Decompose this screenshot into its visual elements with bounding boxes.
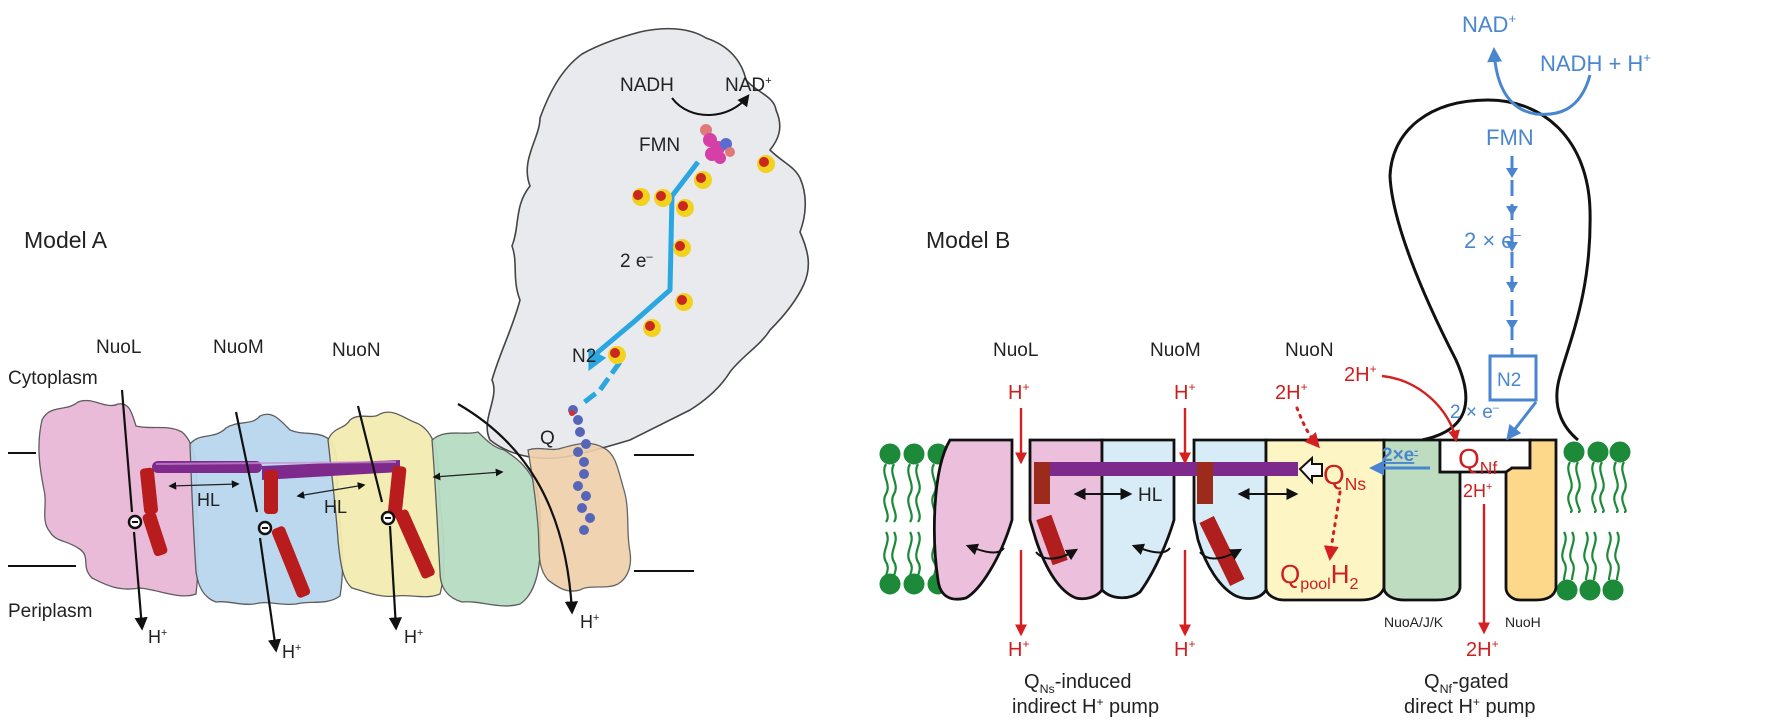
- qns-push-arrow: [1298, 455, 1323, 485]
- model-b-nuon-block: [1264, 438, 1386, 602]
- model-a-label-nuon: NuoN: [332, 340, 381, 361]
- model-a-label-electrons: 2 e–: [620, 251, 653, 272]
- proton-labels: H+ H+ H+ H+ 2H+ 2H+ 2H+ 2H+: [1008, 362, 1499, 661]
- proton-path-nuon: [356, 405, 396, 628]
- model-b-red-helix-nuom-lower: [1199, 516, 1245, 586]
- fmn-cofactor: [700, 124, 735, 164]
- residue-markers: [127, 510, 396, 536]
- model-b-hl-label: HL: [1138, 485, 1162, 506]
- proton-path-arc: [457, 403, 579, 615]
- hl-double-arrow-1: [168, 480, 240, 490]
- caption-qns-induced: QNs-induced: [1024, 671, 1131, 696]
- horizontal-helix-segment-2: [262, 460, 400, 480]
- model-b-label-electrons-top: 2 × e–: [1464, 227, 1522, 253]
- model-b-nuol-left-block: [933, 438, 1014, 601]
- model-a-label-fmn: FMN: [639, 135, 680, 156]
- n2-to-qnf-electron-arrow: [1506, 401, 1538, 441]
- model-a-label-n2: N2: [572, 346, 596, 367]
- rotation-arrow-1: [965, 543, 1005, 555]
- model-a-label-nuol: NuoL: [96, 337, 141, 358]
- model-b-label-electrons-n2: 2 × e–: [1450, 402, 1500, 423]
- model-b-arm-outline: [1388, 98, 1592, 442]
- model-b-red-helix-nuol-upper: [1034, 462, 1050, 504]
- model-b-nuoajk-block: [1382, 438, 1462, 602]
- model-b-proton-in-nuom: H+: [1174, 380, 1195, 404]
- proton-path-nuom: [234, 411, 276, 650]
- caption-qnf-gated: QNf-gated: [1424, 671, 1509, 696]
- model-b-label-n2: N2: [1497, 370, 1521, 391]
- model-b-proton-out-nuol: H+: [1008, 637, 1029, 661]
- lipid-bilayer-left: [879, 443, 949, 595]
- model-a-label-nadh: NADH: [620, 75, 674, 96]
- nuom-red-helices: [264, 470, 311, 598]
- caption-indirect-pump: indirect H+ pump: [1012, 695, 1159, 718]
- model-a-proton-nuon: H+: [404, 627, 423, 647]
- model-b-label-nuol: NuoL: [993, 340, 1038, 361]
- model-b-label-electrons-internal: 2×e-: [1382, 445, 1418, 466]
- rotation-arrow-2: [1035, 548, 1079, 561]
- fes-clusters: [608, 155, 775, 364]
- model-b-title: Model B: [926, 227, 1010, 253]
- model-b-label-fmn: FMN: [1486, 125, 1534, 150]
- model-b-label-nuoajk: NuoA/J/K: [1384, 614, 1444, 630]
- model-b-label-qpool: QpoolH2: [1280, 559, 1358, 593]
- model-a-label-nad: NAD+: [725, 75, 772, 96]
- model-b-2h-to-qns: 2H+: [1275, 380, 1308, 404]
- model-b-label-nad: NAD+: [1462, 11, 1516, 37]
- proton-dotted-to-qns: [1295, 406, 1320, 449]
- model-b-2h-released: 2H+: [1463, 481, 1492, 501]
- model-a-label-cytoplasm: Cytoplasm: [8, 368, 98, 389]
- nuon-red-helices: [387, 465, 435, 579]
- nadh-oxidation-arc: [1487, 47, 1592, 116]
- proton-path-nuol: [120, 389, 142, 628]
- electron-transfer-path-dashed: [580, 360, 623, 406]
- helix-highlight: [155, 461, 397, 465]
- model-b-horizontal-helix: [1048, 462, 1298, 476]
- model-a-hl-label-2: HL: [324, 497, 347, 517]
- model-b-nuoh-block: [1504, 438, 1558, 602]
- model-b-label-nadh: NADH + H+: [1540, 50, 1651, 76]
- caption-direct-pump: direct H+ pump: [1404, 695, 1536, 718]
- lipid-bilayer-right: [1556, 441, 1631, 601]
- model-a-label-periplasm: Periplasm: [8, 601, 92, 622]
- model-b-label-nuoh: NuoH: [1505, 614, 1541, 630]
- model-a-label-nuom: NuoM: [213, 337, 264, 358]
- model-b: Model B NAD+ NADH + H+ FMN 2 × e– N2: [879, 11, 1651, 718]
- model-b-nuom-left-block: [1100, 438, 1176, 600]
- model-a-proton-arc: H+: [580, 612, 599, 632]
- model-a-label-quinone: Q: [540, 428, 555, 449]
- model-a-proton-nuol: H+: [148, 627, 167, 647]
- nuoajk-double-arrow: [432, 468, 504, 481]
- nuol-red-helices: [140, 467, 168, 557]
- nuoh-surface: [527, 442, 632, 592]
- hl-double-arrow-2: [296, 482, 366, 499]
- quinone-chain: [568, 405, 595, 535]
- proton-arrow-to-qnf: [1381, 374, 1460, 443]
- model-a: Model A NuoL NuoM NuoN Cytoplasm Peripla…: [8, 27, 810, 662]
- model-a-proton-nuom: H+: [282, 642, 301, 662]
- n2-cluster-box: [1488, 354, 1538, 402]
- model-b-proton-in-nuol: H+: [1008, 380, 1029, 404]
- model-b-label-nuon: NuoN: [1285, 340, 1334, 361]
- model-a-title: Model A: [24, 227, 108, 253]
- electron-transfer-path: [588, 160, 700, 372]
- nuoajk-surface: [431, 431, 541, 607]
- model-b-2h-out: 2H+: [1466, 637, 1499, 661]
- qns-to-qpool-dotted: [1323, 490, 1342, 561]
- hydrophilic-arm-surface: [486, 27, 810, 460]
- rotation-arrow-4: [1199, 548, 1243, 560]
- model-b-label-qns: QNs: [1323, 459, 1366, 494]
- model-b-red-helix-nuol-lower: [1036, 514, 1068, 566]
- model-b-2h-to-qnf: 2H+: [1344, 362, 1377, 386]
- model-a-hl-label-1: HL: [197, 490, 220, 510]
- nadh-oxidation-arrow: [671, 94, 750, 116]
- model-b-proton-out-nuom: H+: [1174, 637, 1195, 661]
- rotation-arrow-3: [1131, 543, 1171, 555]
- model-b-label-qnf: QNf: [1458, 443, 1497, 478]
- model-b-label-nuom: NuoM: [1150, 340, 1201, 361]
- model-b-red-helix-nuom-upper: [1197, 462, 1213, 504]
